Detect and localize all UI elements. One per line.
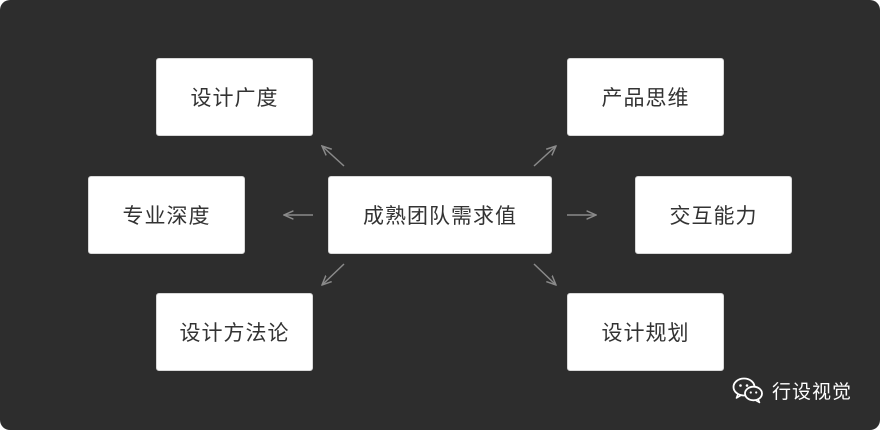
arrow-to-bottom-left xyxy=(322,263,345,285)
node-bottom-right: 设计规划 xyxy=(567,293,724,371)
center-node-label: 成熟团队需求值 xyxy=(363,204,517,228)
arrow-to-top-right xyxy=(533,146,556,167)
node-mid-right-label: 交互能力 xyxy=(669,204,758,228)
node-mid-right: 交互能力 xyxy=(635,176,792,254)
node-bottom-right-label: 设计规划 xyxy=(601,321,690,345)
node-bottom-left-label: 设计方法论 xyxy=(179,321,290,345)
wechat-icon xyxy=(732,377,763,404)
node-top-right-label: 产品思维 xyxy=(601,86,690,110)
node-top-right: 产品思维 xyxy=(567,58,724,136)
node-bottom-left: 设计方法论 xyxy=(156,293,313,371)
arrow-to-bottom-right xyxy=(533,263,556,285)
watermark: 行设视觉 xyxy=(732,376,852,404)
arrow-to-top-left xyxy=(322,146,345,167)
center-node: 成熟团队需求值 xyxy=(328,176,552,254)
node-mid-left: 专业深度 xyxy=(88,176,245,254)
node-top-left: 设计广度 xyxy=(156,58,313,136)
node-top-left-label: 设计广度 xyxy=(190,86,279,110)
node-mid-left-label: 专业深度 xyxy=(122,204,211,228)
watermark-text: 行设视觉 xyxy=(771,380,852,403)
